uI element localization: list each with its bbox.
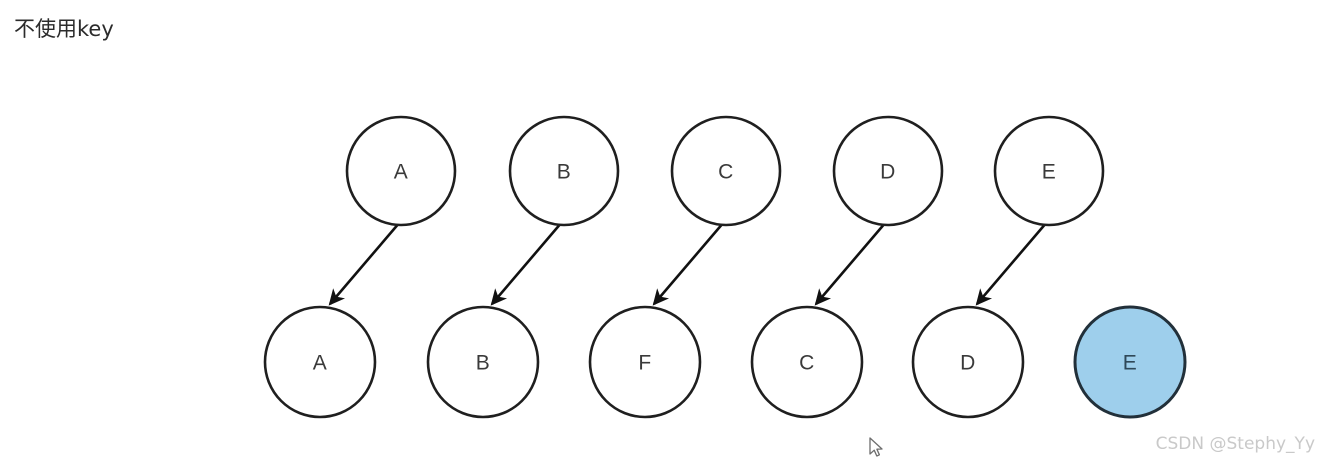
node-old-4[interactable]: D — [832, 115, 944, 227]
node-label: E — [1123, 352, 1138, 375]
node-circle[interactable] — [426, 305, 540, 419]
node-circle[interactable] — [832, 115, 944, 227]
node-label: B — [476, 352, 491, 375]
node-new-4[interactable]: C — [750, 305, 864, 419]
node-circle[interactable] — [588, 305, 702, 419]
node-old-2[interactable]: B — [508, 115, 620, 227]
node-new-5[interactable]: D — [911, 305, 1025, 419]
edge-e-to-d — [975, 221, 1048, 306]
node-label: C — [718, 161, 734, 184]
node-old-5[interactable]: E — [993, 115, 1105, 227]
node-new-1[interactable]: A — [263, 305, 377, 419]
edge-group — [328, 221, 1048, 306]
node-label: D — [960, 352, 976, 375]
page-title: 不使用key — [14, 17, 114, 41]
node-label: E — [1042, 161, 1057, 184]
node-new-6-highlighted[interactable]: E — [1073, 305, 1187, 419]
node-old-3[interactable]: C — [670, 115, 782, 227]
mouse-pointer-icon — [869, 437, 883, 457]
node-label: B — [557, 161, 572, 184]
node-circle[interactable] — [508, 115, 620, 227]
node-new-2[interactable]: B — [426, 305, 540, 419]
edge-a-to-a — [328, 221, 401, 306]
csdn-watermark: CSDN @Stephy_Yy — [1155, 434, 1315, 454]
node-circle[interactable] — [993, 115, 1105, 227]
new-list-row: A B F C D E — [263, 305, 1187, 419]
old-list-row: A B C D E — [345, 115, 1105, 227]
node-circle[interactable] — [263, 305, 377, 419]
edge-d-to-c — [814, 221, 887, 306]
node-label: A — [394, 161, 409, 184]
node-circle[interactable] — [670, 115, 782, 227]
node-circle[interactable] — [911, 305, 1025, 419]
edge-c-to-f — [652, 221, 725, 306]
node-circle[interactable] — [345, 115, 457, 227]
node-label: A — [313, 352, 328, 375]
node-new-3[interactable]: F — [588, 305, 702, 419]
node-label: D — [880, 161, 896, 184]
node-label: F — [638, 352, 651, 375]
node-old-1[interactable]: A — [345, 115, 457, 227]
node-label: C — [799, 352, 815, 375]
edge-b-to-b — [490, 221, 563, 306]
node-circle[interactable] — [750, 305, 864, 419]
node-circle[interactable] — [1073, 305, 1187, 419]
